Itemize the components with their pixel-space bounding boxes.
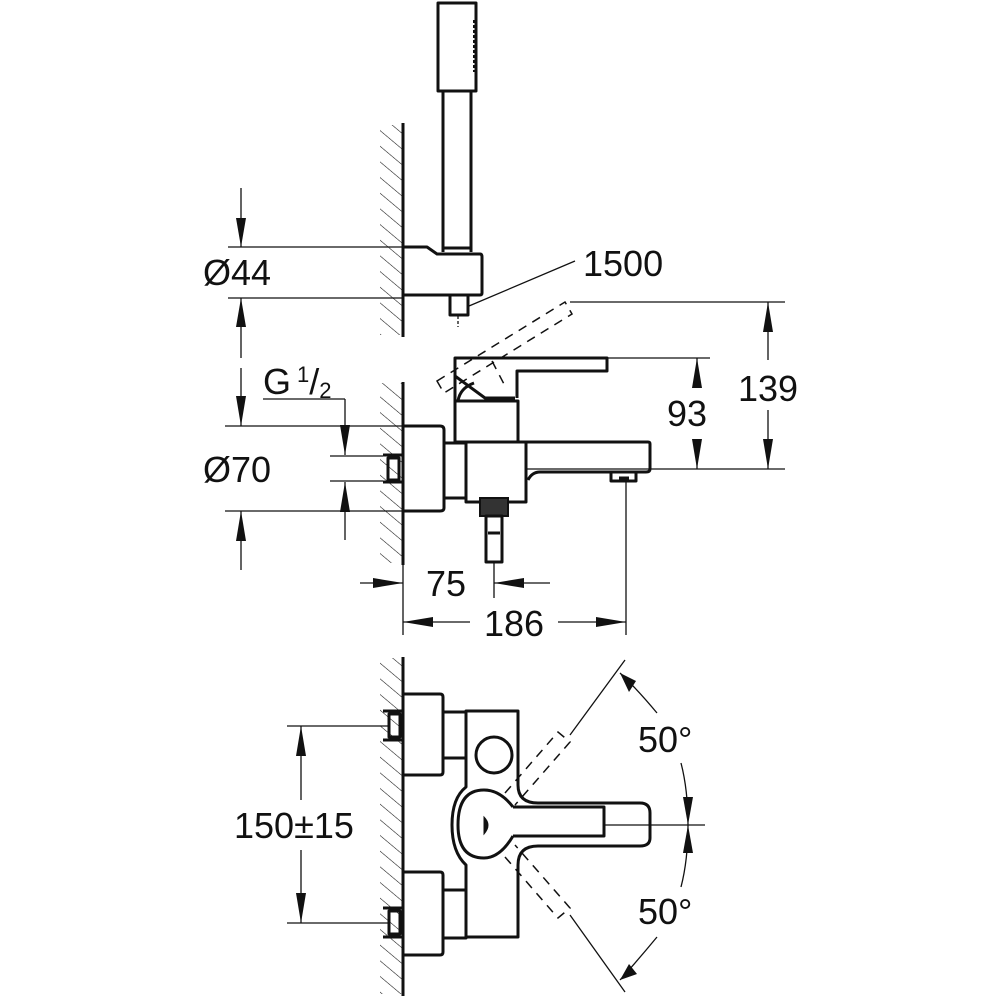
thread-slash: / bbox=[309, 361, 319, 402]
thread-numerator: 1 bbox=[297, 362, 309, 387]
hand-shower bbox=[436, 1, 478, 252]
escutcheon-diameter-label: Ø70 bbox=[203, 449, 271, 490]
shower-holder bbox=[403, 245, 484, 327]
angle-down-label: 50° bbox=[638, 891, 692, 932]
centres-dimension bbox=[287, 725, 389, 924]
projection-label: 186 bbox=[484, 603, 544, 644]
hose-length-label: 1500 bbox=[583, 243, 663, 284]
holder-diameter-dimension bbox=[228, 188, 403, 358]
height-dimensions bbox=[526, 301, 785, 470]
mixer-top-view bbox=[383, 692, 652, 957]
wall-middle bbox=[380, 382, 405, 565]
lever-height-label: 93 bbox=[667, 393, 707, 434]
centres-label: 150±15 bbox=[234, 805, 354, 846]
mixer-side-view bbox=[383, 300, 652, 564]
diverter-offset-label: 75 bbox=[426, 563, 466, 604]
holder-diameter-label: Ø44 bbox=[203, 252, 271, 293]
wall-lower bbox=[380, 657, 405, 996]
thread-denominator: 2 bbox=[319, 378, 331, 403]
thread-main: G bbox=[263, 361, 291, 402]
thread-dimension bbox=[263, 398, 383, 540]
hose-leader-line bbox=[468, 260, 576, 307]
wall-upper bbox=[380, 123, 405, 337]
escutcheon-diameter-dimension bbox=[225, 368, 440, 570]
angle-dimension bbox=[569, 659, 705, 993]
horizontal-dimensions bbox=[360, 481, 627, 635]
total-height-label: 139 bbox=[738, 368, 798, 409]
angle-up-label: 50° bbox=[638, 719, 692, 760]
